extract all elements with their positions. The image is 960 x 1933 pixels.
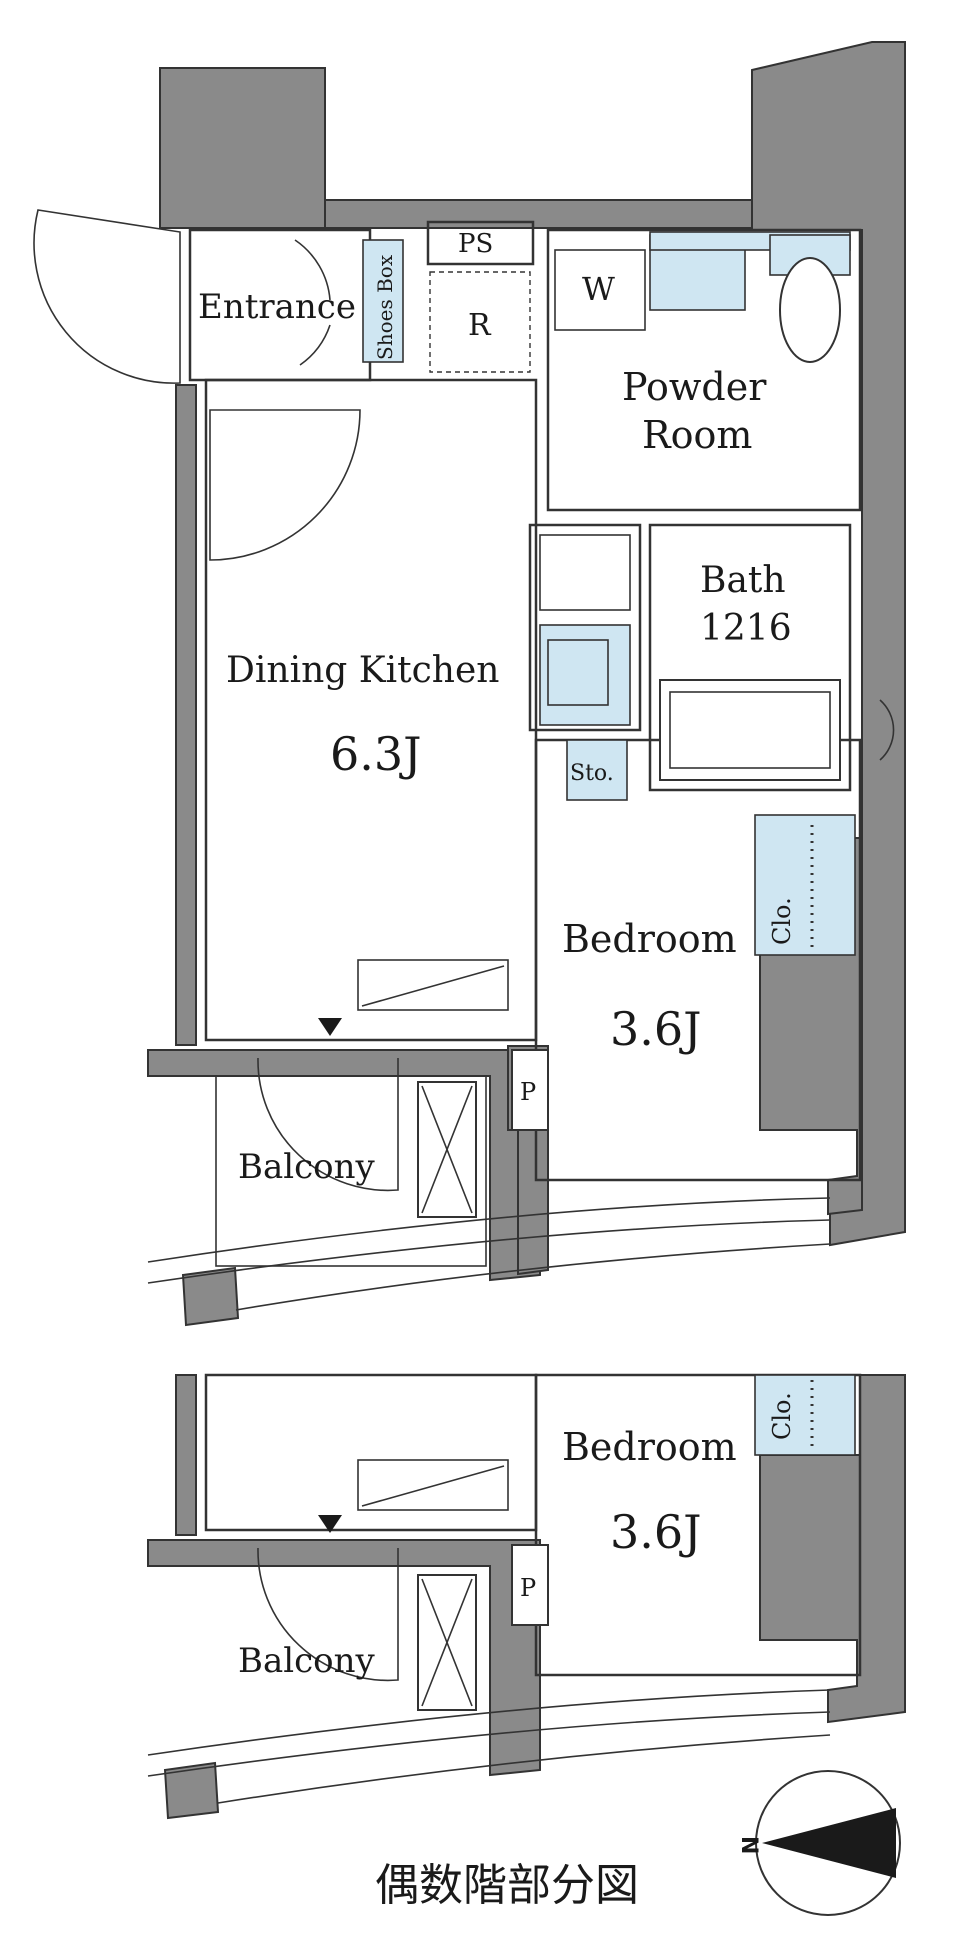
stove [539, 534, 631, 611]
kitchen-sink [539, 624, 631, 726]
powder-room-label-2: Room [642, 413, 752, 457]
bedroom-closet [754, 814, 856, 956]
inset-unit-x2 [421, 1578, 473, 1707]
bath-label-2: 1216 [700, 608, 792, 649]
sink-basin [547, 639, 609, 706]
compass-needle-icon [762, 1808, 896, 1878]
dining-kitchen-room [204, 378, 538, 1042]
inset-aircon-slash [361, 1465, 505, 1507]
balcony-unit-x2 [421, 1085, 473, 1214]
entrance-inner-door [294, 239, 331, 301]
inset-facade-2 [147, 1711, 831, 1777]
facade-line-1 [147, 1197, 831, 1263]
bathtub-inner [669, 691, 831, 769]
inset-balcony-door-swing [257, 1547, 399, 1682]
main-floor-plan: Entrance Shoes Box PS R W Powder Room Ba… [33, 41, 906, 1327]
pipe-space-box [511, 1049, 549, 1131]
aircon [357, 959, 509, 1011]
inset-dk-room [204, 1373, 538, 1532]
shoes-box [362, 239, 404, 363]
balcony-bottom-column [181, 1266, 240, 1327]
shoes-box-label: Shoes Box [373, 254, 397, 360]
inset-balcony-divider [147, 1539, 541, 1777]
inset-entry-triangle [318, 1515, 342, 1533]
facade-line-3 [235, 1243, 831, 1311]
inset-aircon [357, 1459, 509, 1511]
inset-facade-3 [217, 1734, 831, 1804]
closet-label: Clo. [768, 897, 796, 945]
bath-room [648, 523, 852, 792]
dining-kitchen-size: 6.3J [330, 727, 422, 781]
kitchen-counter [528, 523, 642, 732]
bath-window [879, 699, 895, 761]
wall-top-strip [324, 199, 753, 229]
washer-label: W [582, 270, 615, 308]
column-top-left [159, 67, 326, 229]
inset-closet-label: Clo. [768, 1392, 796, 1440]
facade-line-2 [147, 1219, 831, 1284]
inset-bedroom-label: Bedroom [562, 1425, 737, 1469]
north-compass: N [736, 1770, 901, 1916]
entrance-label: Entrance [198, 287, 356, 327]
bedroom-label: Bedroom [562, 917, 737, 961]
inset-wall-left [175, 1374, 197, 1536]
balcony-label: Balcony [238, 1147, 376, 1187]
powder-room-label-1: Powder [622, 365, 767, 409]
powder-room [546, 228, 862, 512]
storage-label: Sto. [570, 761, 614, 786]
storage-box [566, 739, 628, 801]
even-floor-inset: Clo. Bedroom 3.6J P Balcony 偶数階部分図 [147, 1373, 906, 1911]
balcony-area [215, 1075, 487, 1267]
entry-door-swing [33, 209, 181, 384]
inset-facade-1 [147, 1689, 831, 1756]
fridge-space [429, 271, 531, 373]
bath-label-1: Bath [700, 560, 786, 601]
inset-pipe-space-label: P [520, 1574, 536, 1602]
ps-label: PS [458, 229, 493, 259]
inset-bedroom-size: 3.6J [610, 1505, 702, 1559]
compass-north-label: N [736, 1836, 761, 1854]
balcony-door-swing [257, 1057, 399, 1192]
inset-pipe-space-box [511, 1544, 549, 1626]
inset-closet [754, 1374, 856, 1456]
ps-box [426, 220, 535, 266]
entry-triangle [318, 1018, 342, 1036]
aircon-slash [361, 965, 505, 1007]
wall-left [175, 384, 197, 1046]
pipe-space-label: P [520, 1078, 536, 1106]
fridge-label: R [468, 308, 492, 343]
inset-caption: 偶数階部分図 [375, 1860, 639, 1911]
toilet-bowl [779, 257, 841, 363]
bathtub [659, 679, 841, 781]
inset-balcony-label: Balcony [238, 1641, 376, 1681]
dk-door-swing [209, 409, 361, 561]
inset-bottom-column [163, 1761, 220, 1820]
dining-kitchen-label: Dining Kitchen [226, 650, 499, 691]
washer-pan [554, 249, 646, 331]
bedroom-size: 3.6J [610, 1002, 702, 1056]
entrance-inner-door-2 [299, 324, 331, 366]
